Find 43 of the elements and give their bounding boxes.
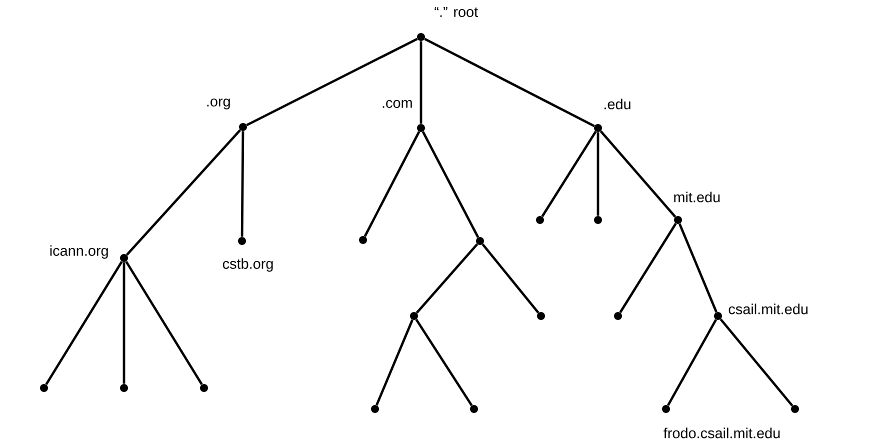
tree-line [482,244,540,314]
tree-line [415,318,473,406]
tree-line [596,132,600,216]
tree-dot [536,216,544,224]
tree-line [420,41,422,124]
tree-dot [359,236,367,244]
node-label: csail.mit.edu [728,304,808,314]
node-label: mit.edu [674,192,720,202]
tree-line [720,318,794,407]
tree-dot [200,384,208,392]
tree-line [424,38,595,128]
tree-line [122,262,126,384]
tree-dot [410,312,418,320]
tree-dot [537,312,545,320]
node-label: .org [207,98,230,110]
tree-line [667,319,717,406]
tree-line [45,260,123,386]
tree-line [240,131,244,237]
tree-line [125,260,203,386]
tree-dot [614,312,622,320]
node-label: “.” root [434,6,478,18]
node-label: .edu [604,98,630,110]
tree-line [416,243,478,314]
tree-dot [470,405,478,413]
tree-line [678,223,718,313]
tree-dot [594,216,602,224]
tree-dot [120,384,128,392]
tree-line [364,131,420,237]
tree-line [422,131,480,238]
tree-dot [476,237,484,245]
tree-line [126,129,242,256]
node-label: cstb.org [222,258,273,272]
node-label: icann.org [50,245,108,259]
node-label: frodo.csail.mit.edu [664,428,780,438]
tree-line [541,130,597,218]
tree-line [619,222,677,314]
tree-dot [40,384,48,392]
tree-line [246,38,418,126]
tree-dot [791,405,799,413]
tree-dot [371,405,379,413]
node-label: .com [382,100,412,108]
tree-line [600,130,676,218]
tree-line [376,319,414,406]
